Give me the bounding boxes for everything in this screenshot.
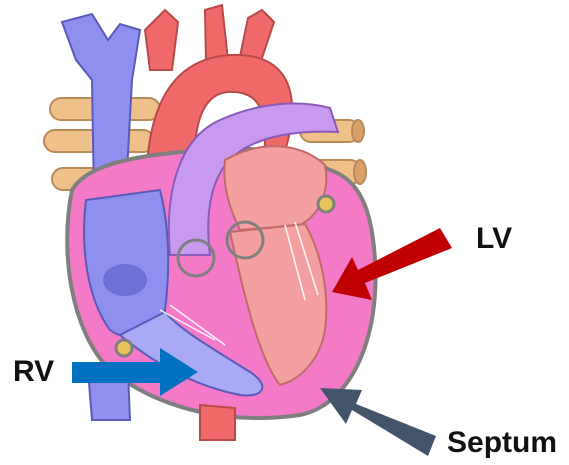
valve-opening [103, 264, 147, 296]
left-atrium [224, 146, 326, 230]
descending-aorta [200, 405, 235, 440]
label-rv: RV [13, 357, 54, 387]
septum-arrow [320, 388, 436, 456]
label-lv: LV [476, 224, 512, 254]
label-septum: Septum [447, 428, 557, 458]
